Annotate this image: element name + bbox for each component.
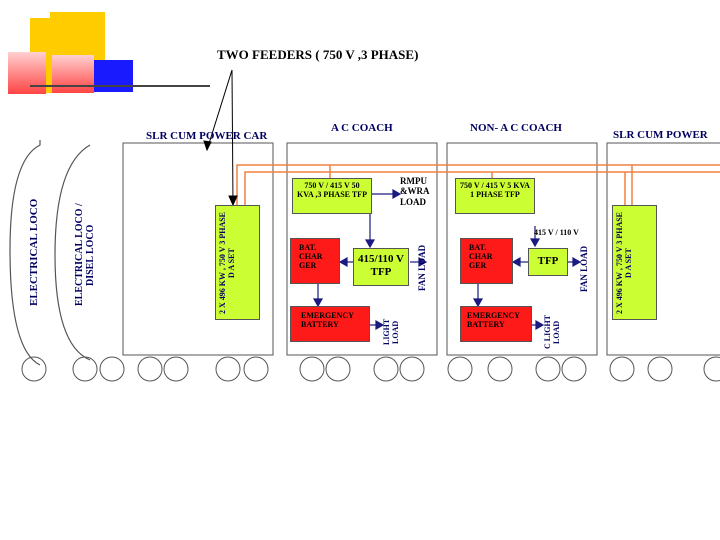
wheel: [299, 356, 325, 382]
slr-right-dg-set: 2 X 496 KW , 750 V 3 PHASE D A SET: [612, 205, 657, 320]
ac-bat-charger: BAT. CHAR GER: [290, 238, 340, 284]
ac-emergency-battery: EMERGENCY BATTERY: [290, 306, 370, 342]
slr-left-car-outline: [122, 142, 274, 356]
diesel-loco-label: ELECTRICAL LOCO / DISEL LOCO: [74, 203, 96, 307]
ac-rmpu-label: RMPU &WRA LOAD: [400, 176, 429, 207]
wheel: [137, 356, 163, 382]
slr-right-coach-label: SLR CUM POWER: [613, 129, 708, 141]
ac-coach-label: A C COACH: [331, 122, 393, 134]
non-ac-emergency-battery-label: EMERGENCY BATTERY: [467, 311, 520, 330]
ac-tfp-box: 750 V / 415 V 50 KVA ,3 PHASE TFP: [292, 178, 372, 214]
wheel: [325, 356, 351, 382]
loco-wheel: [72, 356, 98, 382]
wheel: [535, 356, 561, 382]
ac-arrows: [312, 188, 428, 331]
wheel: [243, 356, 269, 382]
non-ac-fan-load-label: FAN LOAD: [579, 245, 589, 293]
wheel: [703, 356, 720, 382]
non-ac-tfp-box: 750 V / 415 V 5 KVA 1 PHASE TFP: [455, 178, 535, 214]
wheel: [399, 356, 425, 382]
non-ac-coach-outline: [446, 142, 598, 356]
ac-coach-outline: [286, 142, 438, 356]
loco-wheel: [99, 356, 125, 382]
loco-wheel: [21, 356, 47, 382]
ac-tfp-415-110-label: 415/110 V TFP: [358, 253, 404, 278]
ac-emergency-battery-label: EMERGENCY BATTERY: [301, 311, 354, 330]
non-ac-415-110-label: 415 V / 110 V: [534, 228, 579, 237]
wheel: [609, 356, 635, 382]
wheel: [647, 356, 673, 382]
deco-line: [30, 85, 210, 87]
non-ac-bat-charger-label: BAT. CHAR GER: [469, 243, 493, 271]
non-ac-tfp: TFP: [528, 248, 568, 276]
ac-tfp-label: 750 V / 415 V 50 KVA ,3 PHASE TFP: [297, 181, 367, 200]
wheel: [561, 356, 587, 382]
ac-light-load-label: LIGHT LOAD: [382, 318, 400, 346]
feeder-lines: [236, 164, 720, 205]
slr-right-dg-set-label: 2 X 496 KW , 750 V 3 PHASE D A SET: [615, 212, 633, 315]
non-ac-arrows: [472, 226, 582, 331]
slr-left-dg-set-label: 2 X 496 KW , 750 V 3 PHASE D A SET: [218, 212, 236, 315]
non-ac-tfp-label-small: TFP: [537, 255, 559, 267]
non-ac-coach-label: NON- A C COACH: [470, 122, 562, 134]
non-ac-bat-charger: BAT. CHAR GER: [460, 238, 513, 284]
slr-right-car-outline: [606, 142, 720, 356]
electrical-loco-outline: [9, 140, 41, 366]
title-pointers: [203, 69, 238, 207]
ac-tfp-415-110: 415/110 V TFP: [353, 248, 409, 286]
wheel: [373, 356, 399, 382]
deco-red-square-left: [8, 52, 46, 94]
ac-bat-charger-label: BAT. CHAR GER: [299, 243, 323, 271]
ac-fan-load-label: FAN LOAD: [417, 244, 427, 292]
non-ac-emergency-battery: EMERGENCY BATTERY: [460, 306, 532, 342]
diesel-loco-outline: [54, 144, 91, 361]
wheel: [163, 356, 189, 382]
non-ac-tfp-label: 750 V / 415 V 5 KVA 1 PHASE TFP: [460, 181, 530, 200]
wheel: [215, 356, 241, 382]
slr-left-dg-set: 2 X 496 KW , 750 V 3 PHASE D A SET: [215, 205, 260, 320]
wheel: [447, 356, 473, 382]
diagram-title: TWO FEEDERS ( 750 V ,3 PHASE): [217, 47, 419, 62]
slr-left-coach-label: SLR CUM POWER CAR: [146, 130, 268, 142]
wheel: [487, 356, 513, 382]
electrical-loco-label: ELECTRICAL LOCO: [28, 198, 40, 307]
non-ac-light-load-label: C LIGHT LOAD: [543, 315, 561, 350]
